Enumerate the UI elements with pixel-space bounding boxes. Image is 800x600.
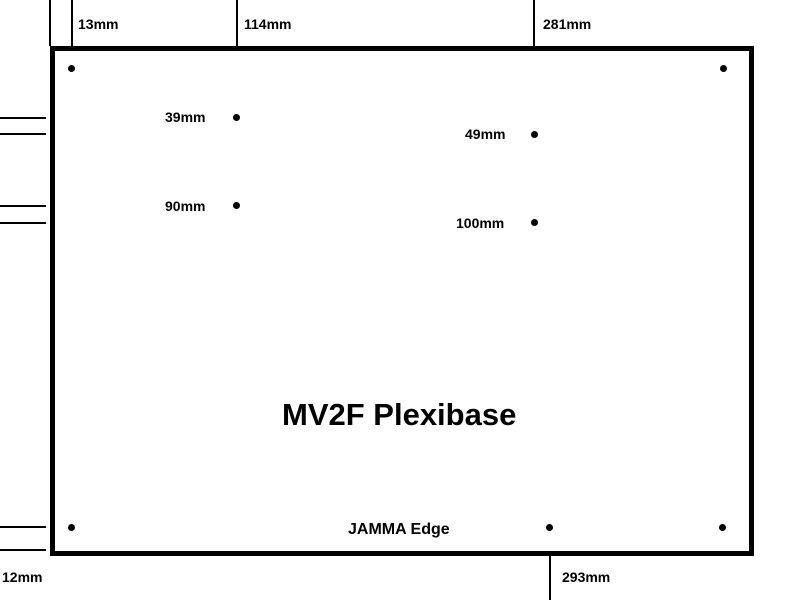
hole-label-100mm: 100mm: [456, 215, 505, 231]
hole-90mm: [233, 202, 240, 209]
dimension-tick-39mm-a: [0, 117, 46, 119]
dimension-tick-90mm: [0, 205, 46, 207]
corner-hole-top-right: [720, 65, 727, 72]
corner-hole-top-left: [68, 65, 75, 72]
hole-bottom-293mm: [546, 524, 553, 531]
dimension-tick-281mm: [533, 0, 535, 46]
dimension-tick-100mm: [0, 222, 46, 224]
diagram-title: MV2F Plexibase: [282, 397, 517, 432]
hole-label-90mm: 90mm: [165, 198, 206, 214]
dimension-tick-bottom-hole: [0, 526, 46, 528]
dimension-tick-293mm: [549, 555, 551, 600]
dimension-label-13mm: 13mm: [78, 16, 119, 32]
corner-hole-bottom-left: [68, 524, 75, 531]
hole-100mm: [531, 219, 538, 226]
hole-label-49mm: 49mm: [465, 126, 506, 142]
dimension-label-114mm: 114mm: [244, 16, 292, 32]
dimension-tick-13mm: [71, 0, 73, 46]
dimension-tick-bottom-edge: [0, 549, 46, 551]
hole-39mm: [233, 114, 240, 121]
corner-hole-bottom-right: [719, 524, 726, 531]
hole-49mm: [531, 131, 538, 138]
dimension-label-12mm: 12mm: [2, 569, 43, 585]
jamma-edge-label: JAMMA Edge: [348, 521, 450, 538]
dimension-tick-49mm: [0, 133, 46, 135]
dimension-label-293mm: 293mm: [562, 569, 611, 585]
dimension-tick-left-edge: [49, 0, 51, 46]
dimension-tick-114mm: [236, 0, 238, 46]
dimension-label-281mm: 281mm: [543, 16, 592, 32]
hole-label-39mm: 39mm: [165, 109, 206, 125]
plexibase-plate: [50, 46, 754, 556]
